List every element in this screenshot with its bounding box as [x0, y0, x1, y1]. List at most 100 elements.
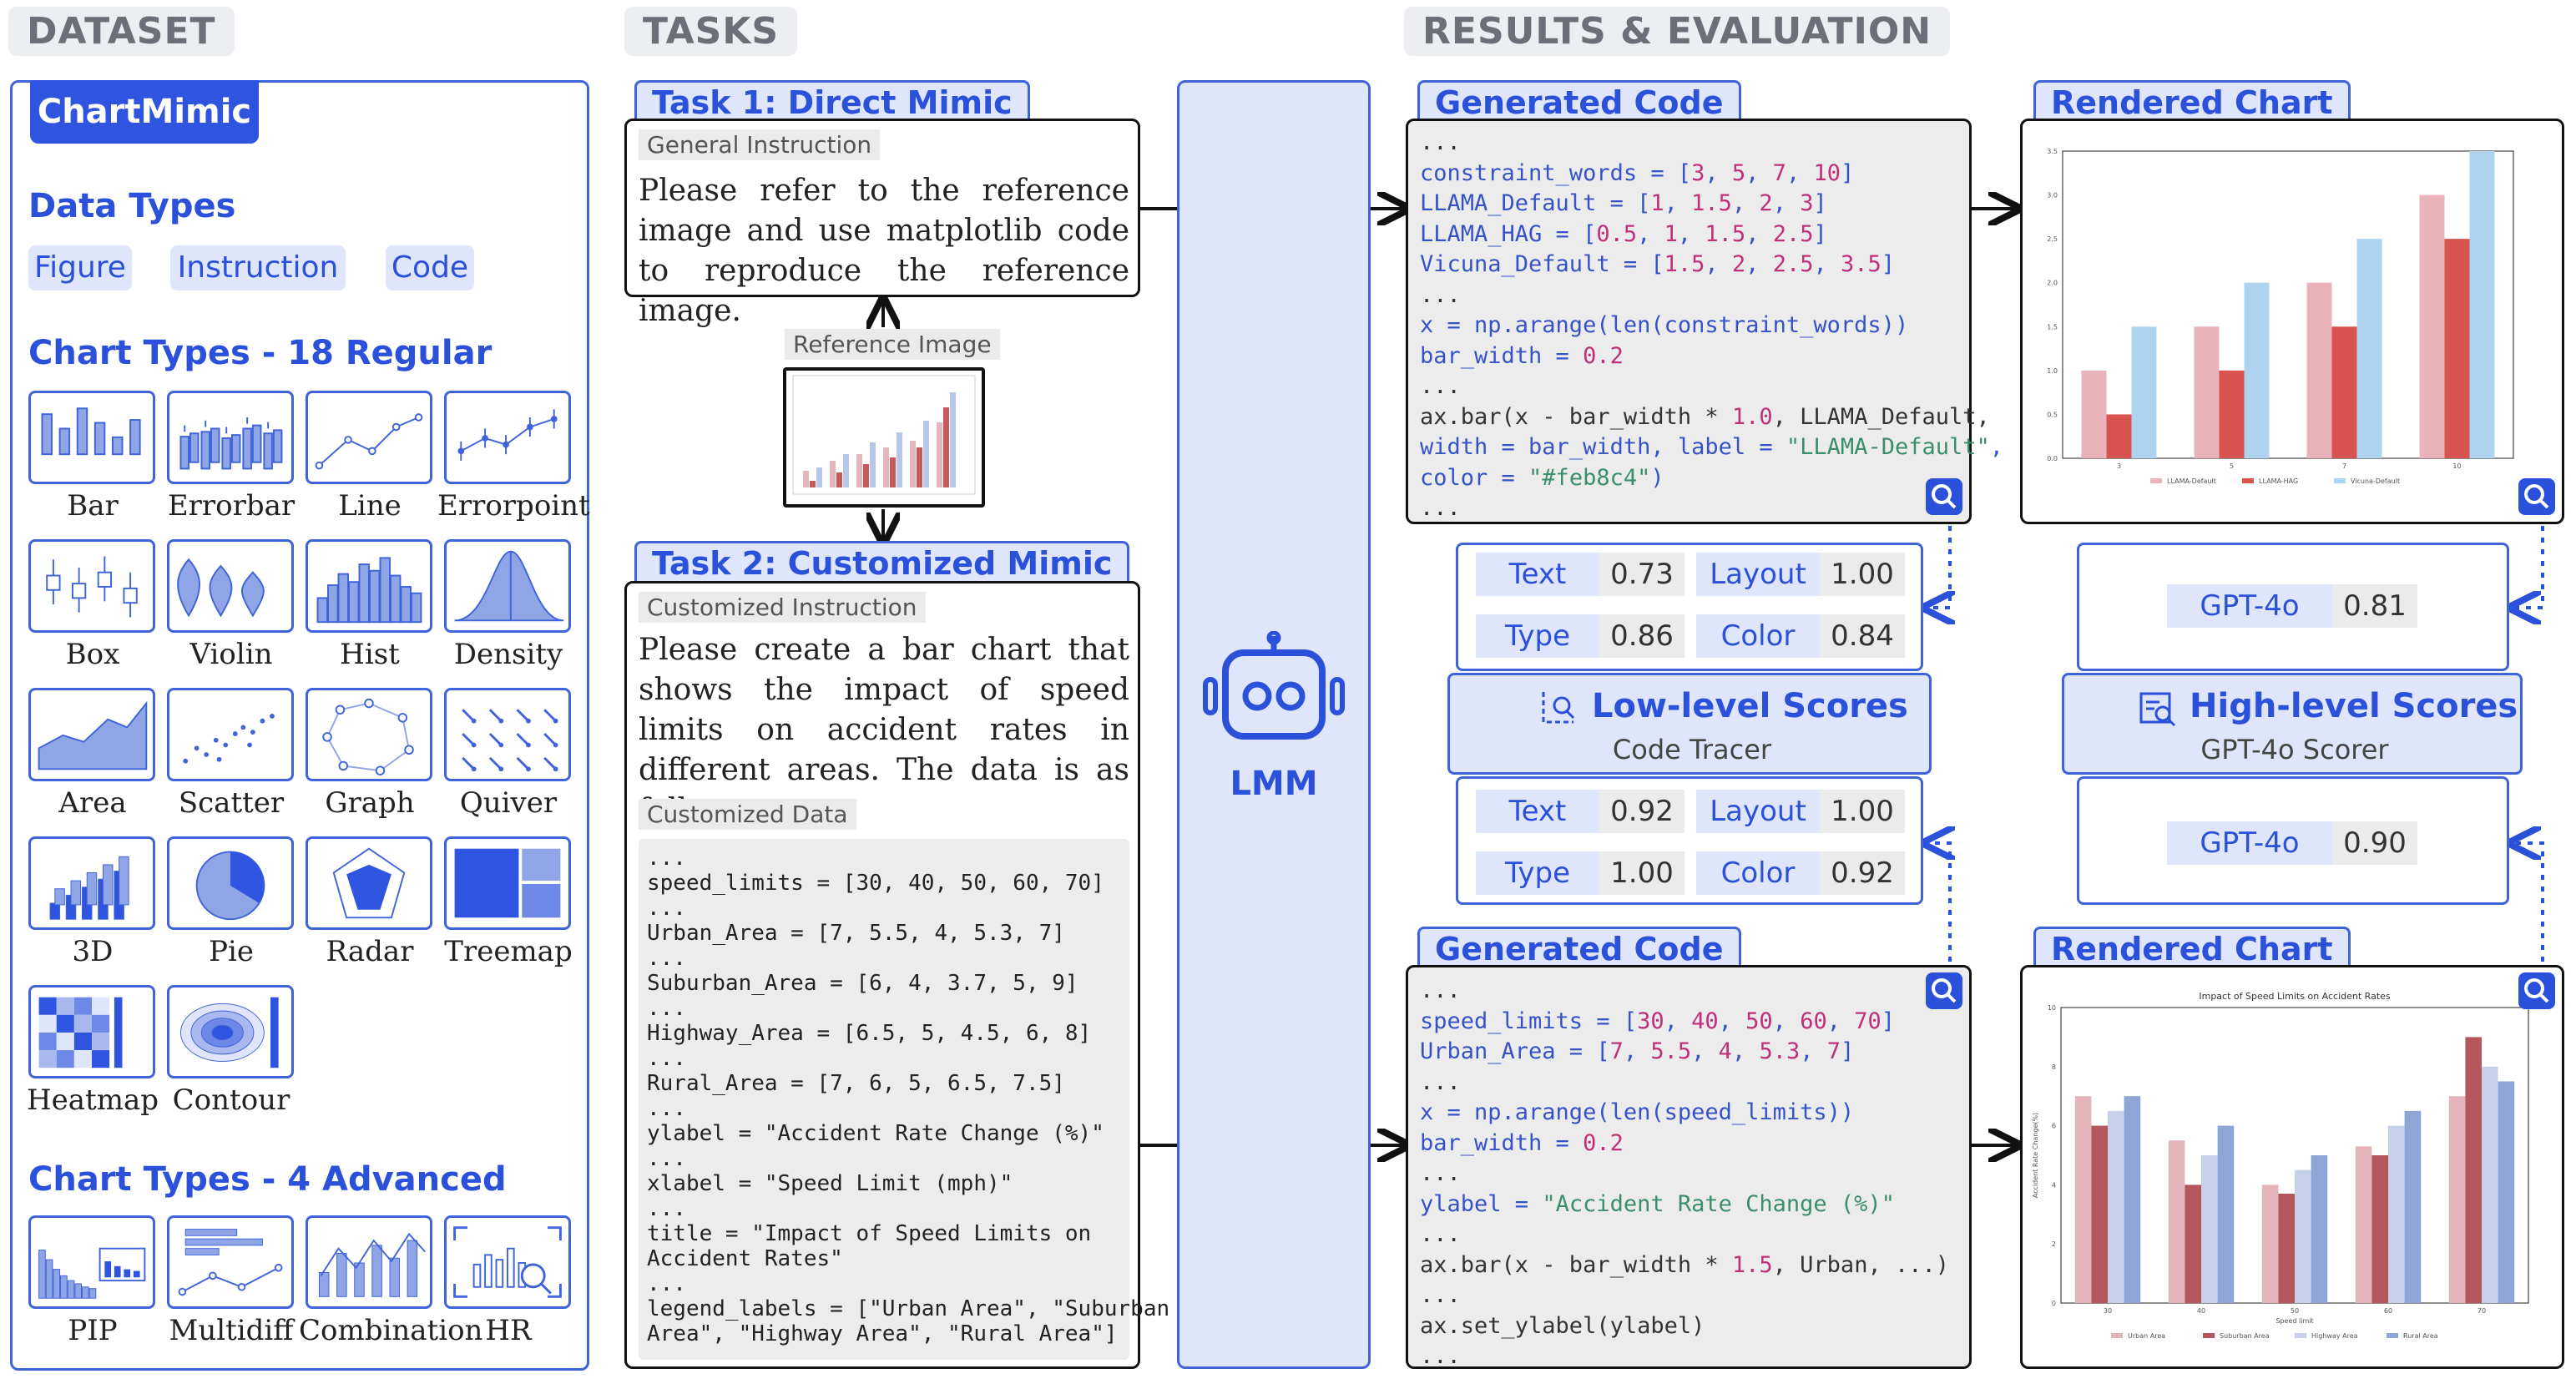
code-line: ...	[1420, 1068, 1461, 1095]
score-text-name: Text	[1476, 790, 1599, 833]
code-line: Urban_Area = [7, 5.5, 4, 5.3, 7]	[647, 921, 1065, 946]
chart-type-line-icon	[306, 391, 432, 484]
bar	[2404, 1110, 2422, 1303]
advanced-type-combination-icon	[306, 1215, 432, 1309]
score-layout-name: Layout	[1696, 553, 1820, 596]
zoom-icon-code-2[interactable]	[1926, 972, 1962, 1009]
legend-swatch	[2242, 478, 2254, 483]
y-tick-label: 0.5	[2047, 411, 2058, 418]
regular-chart-types-title: Chart Types - 18 Regular	[28, 334, 492, 372]
bar	[2311, 1155, 2328, 1303]
bar	[2388, 1125, 2405, 1303]
chart-type-errorpoint-label: Errorpoint	[437, 489, 590, 523]
code-line: Area", "Highway Area", "Rural Area"]	[647, 1321, 1118, 1346]
x-axis-label: Speed limit	[2275, 1317, 2313, 1325]
bar	[2091, 1125, 2108, 1303]
x-tick-label: 10	[2452, 462, 2461, 470]
code-line: ...	[647, 846, 686, 871]
code-line: ...	[647, 1271, 686, 1296]
bar	[2108, 1110, 2124, 1303]
chart-type-pie-label: Pie	[209, 935, 254, 968]
y-tick-label: 0	[2052, 1300, 2056, 1307]
code-line: ...	[1420, 373, 1461, 399]
chart-type-hist-label: Hist	[340, 638, 400, 671]
y-tick-label: 4	[2052, 1181, 2056, 1189]
chart-type-errorpoint-icon	[444, 391, 571, 484]
y-tick-label: 6	[2052, 1123, 2056, 1130]
generated-code-box-1: ...constraint_words = [3, 5, 7, 10]LLAMA…	[1406, 119, 2003, 524]
bar	[2469, 151, 2495, 458]
generated-code-lines-1: ...constraint_words = [3, 5, 7, 10]LLAMA…	[1420, 128, 2003, 524]
code-line: x = np.arange(len(speed_limits))	[1420, 1099, 1855, 1125]
code-line: speed_limits = [30, 40, 50, 60, 70]	[1420, 1008, 1895, 1034]
code-line: ...	[1420, 281, 1461, 308]
chart-type-heatmap-icon	[28, 985, 155, 1078]
code-line: ...	[647, 1046, 686, 1071]
bar	[2217, 1125, 2235, 1303]
advanced-type-pip-label: PIP	[68, 1314, 118, 1347]
data-type-instruction: Instruction	[170, 245, 346, 290]
bar	[2168, 1140, 2185, 1303]
lmm-panel	[1177, 80, 1371, 1369]
bar	[2278, 1194, 2295, 1303]
y-tick-label: 2	[2052, 1240, 2056, 1248]
bar	[2124, 1096, 2141, 1303]
code-line: ...	[1420, 1160, 1461, 1186]
code-line: LLAMA_Default = [1, 1.5, 2, 3]	[1420, 190, 1827, 216]
rendered-chart-tab-2: Rendered Chart	[2033, 927, 2351, 969]
data-type-code: Code	[386, 245, 474, 290]
bar	[2371, 1155, 2388, 1303]
chart-type-density-icon	[444, 539, 571, 633]
score-type-value: 1.00	[1599, 851, 1685, 895]
results-section-title: RESULTS & EVALUATION	[1404, 7, 1951, 56]
code-line: ...	[647, 946, 686, 971]
legend-swatch	[2150, 478, 2162, 483]
task1-tab: Task 1: Direct Mimic	[634, 80, 1030, 123]
high-level-title: High-level Scores	[2190, 687, 2518, 725]
bar	[2444, 239, 2470, 458]
generated-code-box-2: ...speed_limits = [30, 40, 50, 60, 70]Ur…	[1406, 965, 1972, 1369]
robot-icon	[1203, 631, 1345, 740]
bar	[2244, 282, 2270, 458]
zoom-icon-chart-1[interactable]	[2518, 478, 2555, 515]
reference-image-label: Reference Image	[785, 329, 1000, 360]
bar	[2498, 1081, 2515, 1303]
chart-type-bar-label: Bar	[67, 489, 119, 523]
dataset-name-badge: ChartMimic	[30, 80, 259, 144]
y-tick-label: 8	[2052, 1063, 2056, 1071]
customized-data-code: ...speed_limits = [30, 40, 50, 60, 70]..…	[639, 839, 1169, 1360]
score-layout-value: 1.00	[1820, 790, 1905, 833]
bar	[2465, 1037, 2482, 1303]
code-line: ...	[1420, 495, 1461, 521]
y-tick-label: 2.5	[2047, 235, 2058, 243]
bar	[2355, 1146, 2372, 1303]
chart-type-quiver-icon	[444, 688, 571, 781]
code-line: legend_labels = ["Urban Area", "Suburban	[647, 1296, 1170, 1321]
code-line: ...	[647, 1196, 686, 1221]
high-score-1-value: 0.81	[2332, 584, 2417, 628]
code-line: ...	[1420, 129, 1461, 155]
zoom-icon-code-1[interactable]	[1926, 478, 1962, 515]
legend-label: LLAMA-Default	[2167, 477, 2216, 485]
bar	[2185, 1184, 2201, 1303]
bar	[2448, 1096, 2466, 1303]
bar	[2081, 370, 2107, 458]
advanced-type-combination-label: Combination	[299, 1314, 483, 1347]
code-line: color = "#feb8c4")	[1420, 464, 1664, 491]
x-tick-label: 30	[2104, 1307, 2112, 1315]
bar	[2295, 1169, 2311, 1303]
chart-type-scatter-label: Scatter	[178, 786, 285, 820]
score-text-value: 0.73	[1599, 553, 1685, 596]
reference-thumbnail-bars	[803, 392, 956, 487]
task2-label: Customized Instruction	[639, 592, 926, 623]
rendered-chart-box-2: Impact of Speed Limits on Accident Rates…	[2020, 965, 2564, 1369]
y-tick-label: 3.0	[2047, 192, 2058, 200]
score-color-value: 0.92	[1820, 851, 1905, 895]
chart-type-radar-icon	[306, 836, 432, 930]
score-layout-name: Layout	[1696, 790, 1820, 833]
zoom-icon-chart-2[interactable]	[2518, 972, 2555, 1009]
code-line: x = np.arange(len(constraint_words))	[1420, 312, 1909, 338]
score-text-name: Text	[1476, 553, 1599, 596]
